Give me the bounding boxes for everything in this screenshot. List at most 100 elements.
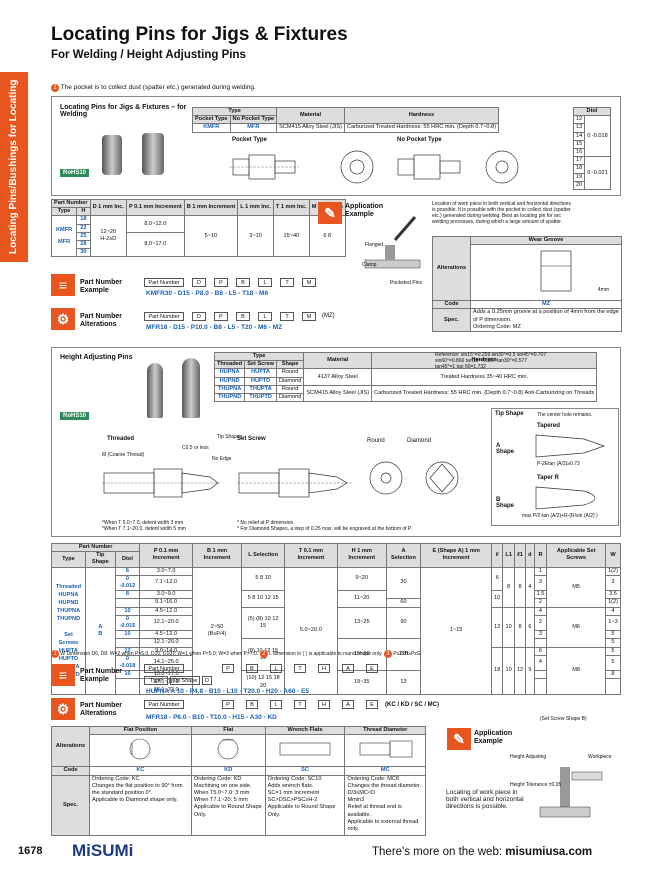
height-spec-table: Part Number P 0.1 mm Increment B 1 mm In…: [50, 542, 622, 695]
pn-field-t[interactable]: T: [280, 278, 294, 287]
pn-alt2-field-a[interactable]: A: [342, 700, 354, 709]
hardness-value: Carburized Treated Hardness: 55 HRC min.…: [343, 123, 500, 133]
pn-alt-field-d[interactable]: D: [192, 312, 206, 321]
pn-alt2-field-e[interactable]: E: [366, 700, 378, 709]
pn-field-p[interactable]: P: [214, 278, 228, 287]
relief-note: * No relief at P dimension. * For Diamon…: [237, 520, 413, 532]
pn-alt2-field-h[interactable]: H: [318, 700, 330, 709]
page-number: 1678: [18, 845, 43, 857]
pn-alt-field-part-number[interactable]: Part Number: [144, 312, 184, 321]
application-text: Location of work piece in both vertical …: [432, 201, 571, 225]
pn-field-l[interactable]: L: [258, 278, 272, 287]
tapered-label: Tapered: [537, 423, 560, 429]
pn-field-d[interactable]: D: [192, 278, 206, 287]
pn-field-b[interactable]: B: [236, 278, 250, 287]
part-number-example-icon: ≡: [51, 274, 75, 296]
dtol-val-2: 0 -0.021: [584, 156, 611, 191]
pn2-field-h[interactable]: H: [318, 664, 330, 673]
dtol-val-1: 0 -0.018: [584, 115, 611, 158]
wrench-flats-drawing: [279, 742, 331, 756]
pn2-field-d[interactable]: D: [202, 676, 212, 685]
code-mz: MZ: [470, 300, 622, 310]
application-example-icon: ✎: [318, 202, 342, 224]
trig-reference: Reference: sin15°=0.259 sin30°=0.5 sin45…: [435, 352, 547, 370]
pn2-example-value: HUPNA A 10 - P4.8 - B10 - L10 - T20.0 - …: [146, 688, 310, 695]
tip-shape-note: The center hole remains.: [537, 412, 593, 418]
pn2-field-e[interactable]: E: [366, 664, 378, 673]
pocket-note: 1 The pocket is to collect dust (spatter…: [51, 84, 256, 92]
taper-formula-b: max P/2-tan (A/2)+R-(R/sin (A/2) ): [522, 513, 598, 519]
pn-alt2-field-p[interactable]: P: [222, 700, 234, 709]
pn2-field-tip[interactable]: Tip Shape: [170, 676, 200, 685]
part-number-alterations-icon: ⚙: [51, 308, 75, 330]
tapered-tip-drawing: [535, 434, 606, 458]
material-header: Material: [276, 106, 345, 125]
set-screw-label: Set Screw: [237, 436, 266, 442]
page-subtitle: For Welding / Height Adjusting Pins: [51, 49, 246, 61]
welding-pin-panel: Locating Pins for Jigs & Fixtures – for …: [51, 96, 621, 196]
welding-panel-title: Locating Pins for Jigs & Fixtures – for …: [60, 104, 187, 118]
pn2-field-a[interactable]: A: [342, 664, 354, 673]
application-example-drawing: [364, 216, 421, 269]
note-p-icon: 3: [383, 650, 392, 658]
pn-alt2-field-b[interactable]: B: [246, 700, 258, 709]
welding-pin-image-1: [102, 135, 122, 175]
height-adjusting-label: Height Adjusting: [510, 754, 547, 760]
c05-label: C0.5 or less: [182, 445, 209, 451]
welding-pin-image-2: [142, 133, 164, 175]
shape-b-label: B Shape: [496, 497, 515, 509]
pn-alt-field-b[interactable]: B: [236, 312, 250, 321]
pocketed-pins-label: Pocketed Pins: [390, 280, 422, 286]
note-l-icon: 2: [259, 650, 268, 658]
height-panel-title: Height Adjusting Pins: [60, 354, 133, 361]
type-mfr: MFR: [229, 123, 278, 133]
pn-field-part-number[interactable]: Part Number: [144, 278, 184, 287]
thread-diameter-drawing: [359, 740, 413, 758]
taper-r-tip-drawing: [535, 486, 596, 510]
pn-alt2-field-l[interactable]: L: [270, 700, 282, 709]
pn2-field-p[interactable]: P: [222, 664, 234, 673]
pn2-field-b[interactable]: B: [246, 664, 258, 673]
pn-alt-field-p[interactable]: P: [214, 312, 228, 321]
material-value: SCM415 Alloy Steel (JIS): [276, 123, 345, 133]
pn-example-value: KMFR30 - D15 - P8.0 - B8 - L5 - T18 - M6: [146, 290, 269, 297]
application-example2-text: Locating of work piece in both vertical …: [446, 789, 524, 810]
application-example2-icon: ✎: [447, 728, 471, 750]
set-screw-drawing: [237, 468, 352, 498]
pn-alt2-field-part-number[interactable]: Part Number: [144, 700, 184, 709]
pn2-field-part-number[interactable]: Part Number: [144, 664, 184, 673]
tip-shapes-label: Tip Shapes: [217, 434, 243, 440]
flanged-label: Flanged: [365, 242, 384, 248]
pn-field-m[interactable]: M: [302, 278, 316, 287]
pn-alt-field-m[interactable]: M: [302, 312, 316, 321]
dimension-notes: 1 W Dimension D6, D8: W=2 when P>5.0, D1…: [51, 650, 621, 658]
pn2-field-l[interactable]: L: [270, 664, 282, 673]
pn-alt-field-l[interactable]: L: [258, 312, 272, 321]
pn-alt2-field-t[interactable]: T: [294, 700, 306, 709]
part-number-example2-label: Part Number Example: [80, 668, 123, 683]
flat-drawing: [217, 738, 239, 760]
diamond-label: Diamond: [407, 438, 432, 444]
pn-alt-field-t[interactable]: T: [280, 312, 294, 321]
pn2-field-type[interactable]: Type: [144, 676, 168, 685]
no-pocket-type-label: No Pocket Type: [397, 137, 442, 143]
side-section-tab[interactable]: Locating Pins/Bushings for Locating Pins: [0, 72, 47, 262]
part-number-example-label: Part Number Example: [80, 279, 123, 294]
pn2-field-t[interactable]: T: [294, 664, 306, 673]
height-pin-image-1: [147, 363, 163, 418]
flat-position-drawing: [130, 738, 151, 760]
part-number-alterations-label: Part Number Alterations: [80, 313, 123, 328]
height-pin-image-2: [182, 358, 200, 418]
set-screw-shape-note: (Set Screw Shape B): [540, 716, 587, 722]
workpiece-label: Workpiece: [588, 754, 612, 760]
wear-groove-drawing: [540, 250, 572, 292]
type-col-nopocket: No Pocket Type: [229, 115, 278, 125]
pn-alt-example-value: MFR18 - D15 - P10.0 - B8 - L5 - T20 - M6…: [146, 324, 283, 331]
web-link[interactable]: There's more on the web: misumiusa.com: [372, 846, 593, 858]
welding-part-number-table: Part Number D 1 mm Inc. P 0.1 mm Increme…: [50, 198, 346, 258]
